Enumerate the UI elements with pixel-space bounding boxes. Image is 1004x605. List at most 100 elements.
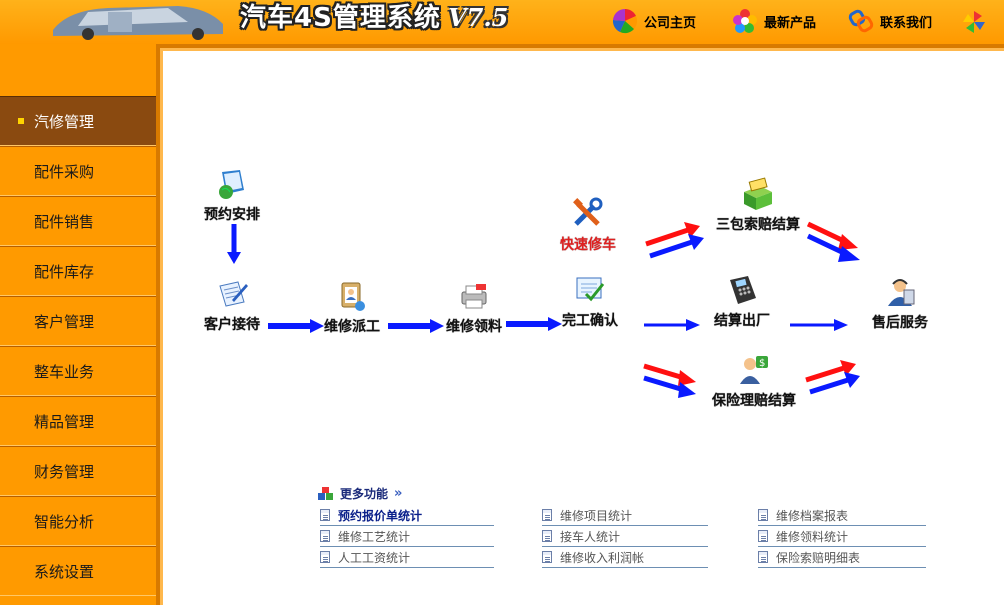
- more-functions-header: 更多功能 »: [318, 485, 402, 502]
- flower-icon: [733, 9, 757, 33]
- list-item[interactable]: 维修档案报表: [758, 505, 926, 526]
- document-icon: [758, 509, 768, 521]
- app-title: 汽车4S管理系统: [240, 3, 441, 33]
- list-item-label: 接车人统计: [560, 529, 621, 544]
- flow-dispatch[interactable]: 维修派工: [324, 278, 380, 336]
- sidebar-item-label: 配件销售: [34, 212, 95, 231]
- sidebar-item-repair[interactable]: 汽修管理: [0, 96, 156, 146]
- contact-link-label: 联系我们: [880, 15, 933, 31]
- flow-checkout[interactable]: 结算出厂: [714, 272, 770, 330]
- flow-after-sales[interactable]: 售后服务: [872, 274, 928, 332]
- list-item[interactable]: 维修项目统计: [542, 505, 708, 526]
- flow-appointment-label: 预约安排: [204, 207, 260, 223]
- checklist-icon: [576, 277, 605, 302]
- flow-dispatch-label: 维修派工: [324, 319, 380, 335]
- list-item[interactable]: 维修收入利润帐: [542, 547, 708, 568]
- arrow-down-right-pair: [806, 221, 860, 262]
- arrow-right: [268, 319, 324, 333]
- list-item-label: 维修项目统计: [560, 508, 633, 523]
- sidebar-item-parts-inventory[interactable]: 配件库存: [0, 246, 156, 296]
- double-chevron-icon: »: [394, 486, 403, 501]
- flow-materials-label: 维修领料: [446, 319, 502, 335]
- flow-materials[interactable]: 维修领料: [446, 278, 502, 336]
- list-item[interactable]: 维修领料统计: [758, 526, 926, 547]
- document-icon: [542, 530, 552, 542]
- arrow-down: [227, 224, 241, 264]
- flow-completion-label: 完工确认: [562, 313, 618, 329]
- list-item[interactable]: 预约报价单统计: [320, 505, 494, 526]
- flow-appointment[interactable]: 预约安排: [204, 166, 260, 224]
- sidebar-item-boutique[interactable]: 精品管理: [0, 396, 156, 446]
- list-item[interactable]: 保险索赔明细表: [758, 547, 926, 568]
- sidebar-item-label: 客户管理: [34, 312, 95, 331]
- products-link-label: 最新产品: [764, 15, 817, 31]
- arrow-right: [644, 319, 700, 331]
- flow-reception-label: 客户接待: [204, 317, 260, 333]
- document-icon: [758, 530, 768, 542]
- app-version: V7.5: [448, 3, 509, 32]
- svg-text:$: $: [759, 358, 765, 369]
- sidebar-item-label: 财务管理: [34, 462, 95, 481]
- document-icon: [542, 551, 552, 563]
- book-globe-icon: [219, 170, 244, 199]
- document-icon: [758, 551, 768, 563]
- sidebar-item-parts-sales[interactable]: 配件销售: [0, 196, 156, 246]
- sidebar-item-vehicles[interactable]: 整车业务: [0, 346, 156, 396]
- list-item-label: 预约报价单统计: [338, 508, 423, 523]
- document-icon: [320, 509, 330, 521]
- flow-quick-repair[interactable]: 快速修车: [560, 196, 616, 254]
- contact-link[interactable]: 联系我们: [848, 8, 932, 34]
- flow-insurance-claim[interactable]: $ 保险理赔结算: [712, 352, 796, 410]
- main-content: 预约安排 客户接待 维修派工 维修领料 完工确认 快速修车 三包索赔结算 结算出…: [156, 44, 1004, 605]
- home-link[interactable]: 公司主页: [612, 8, 696, 34]
- sidebar-item-customers[interactable]: 客户管理: [0, 296, 156, 346]
- flow-warranty-claim[interactable]: 三包索赔结算: [716, 176, 800, 234]
- sidebar-item-finance[interactable]: 财务管理: [0, 446, 156, 496]
- list-item-label: 维修工艺统计: [338, 529, 411, 544]
- arrow-right: [388, 319, 444, 333]
- car-banner-image: [53, 6, 223, 40]
- active-bullet-icon: [18, 118, 24, 124]
- cash-box-icon: [744, 177, 772, 210]
- document-icon: [320, 551, 330, 563]
- clipboard-worker-icon: [341, 282, 365, 311]
- list-item[interactable]: 维修工艺统计: [320, 526, 494, 547]
- sidebar-item-analytics[interactable]: 智能分析: [0, 496, 156, 546]
- color-wheel-icon: [612, 8, 638, 34]
- list-item-label: 维修收入利润帐: [560, 550, 645, 565]
- flow-completion[interactable]: 完工确认: [562, 272, 618, 330]
- support-agent-icon: [888, 279, 915, 306]
- person-money-icon: $: [740, 356, 768, 384]
- printer-icon: [461, 284, 487, 309]
- header: 汽车4S管理系统 V7.5 公司主页 最新产品 联系我们: [0, 0, 1004, 44]
- more-functions-title: 更多功能: [340, 487, 389, 501]
- arrow-right: [506, 317, 562, 331]
- flow-insurance-claim-label: 保险理赔结算: [712, 393, 796, 409]
- link-icon: [848, 9, 874, 33]
- list-item[interactable]: 接车人统计: [542, 526, 708, 547]
- sidebar-item-label: 精品管理: [34, 412, 95, 431]
- list-item-label: 维修领料统计: [776, 529, 849, 544]
- sidebar-item-settings[interactable]: 系统设置: [0, 546, 156, 596]
- document-icon: [542, 509, 552, 521]
- tools-icon: [573, 197, 603, 226]
- arrow-up-right-pair: [645, 222, 704, 259]
- arrow-up-right-pair: [805, 360, 860, 395]
- home-link-label: 公司主页: [644, 15, 697, 31]
- list-item-label: 人工工资统计: [338, 550, 411, 565]
- list-item[interactable]: 人工工资统计: [320, 547, 494, 568]
- pinwheel-icon[interactable]: [962, 10, 986, 34]
- blocks-icon: [318, 486, 333, 500]
- flow-reception[interactable]: 客户接待: [204, 276, 260, 334]
- arrow-right: [790, 319, 848, 331]
- list-item-label: 保险索赔明细表: [776, 550, 861, 565]
- products-link[interactable]: 最新产品: [732, 8, 816, 34]
- sidebar-item-label: 系统设置: [34, 562, 95, 581]
- sidebar-item-parts-purchase[interactable]: 配件采购: [0, 146, 156, 196]
- flow-warranty-claim-label: 三包索赔结算: [716, 217, 800, 233]
- sidebar-item-label: 配件库存: [34, 262, 95, 281]
- pos-terminal-icon: [730, 276, 756, 304]
- sidebar-item-label: 智能分析: [34, 512, 95, 531]
- document-pen-icon: [219, 281, 248, 307]
- flow-quick-repair-label: 快速修车: [560, 237, 616, 253]
